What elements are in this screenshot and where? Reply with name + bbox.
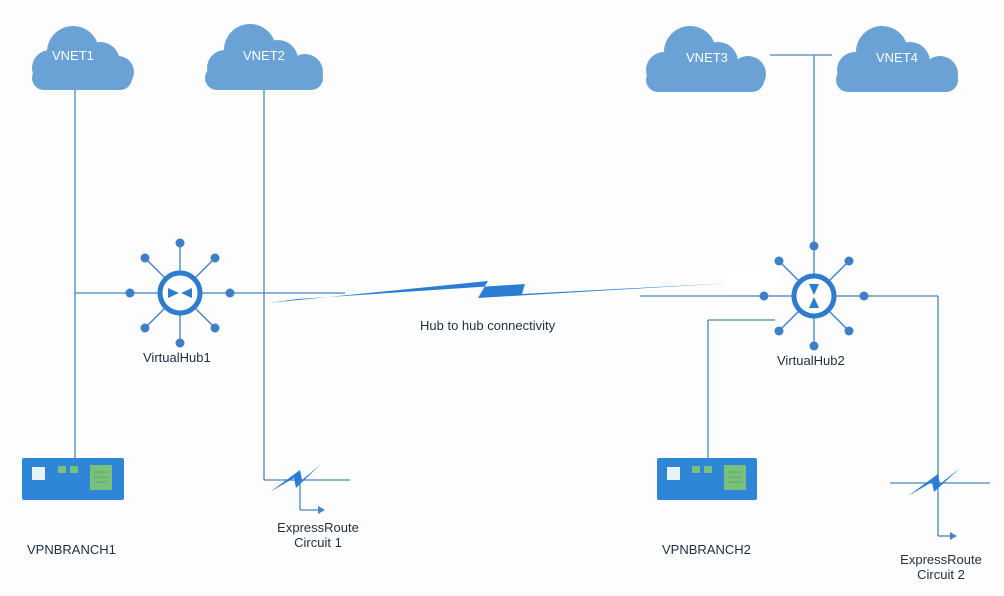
vnet1-label: VNET1 — [52, 48, 94, 63]
lightning-link-icon — [268, 281, 732, 303]
circuit1-label-line2: Circuit 1 — [294, 535, 342, 550]
hub2-label: VirtualHub2 — [777, 353, 845, 368]
expressroute-circuit-1[interactable] — [270, 465, 325, 514]
vnet4-label: VNET4 — [876, 50, 918, 65]
branch1-label: VPNBRANCH1 — [27, 542, 116, 557]
vnet3-label: VNET3 — [686, 50, 728, 65]
circuit2-label: ExpressRoute Circuit 2 — [893, 552, 989, 582]
cloud-vnet2[interactable] — [205, 24, 323, 90]
hub1-label: VirtualHub1 — [143, 350, 211, 365]
circuit2-label-line1: ExpressRoute — [900, 552, 982, 567]
vpn-device-2[interactable] — [657, 458, 757, 500]
virtual-hub-icon — [168, 288, 192, 298]
cloud-vnet4[interactable] — [836, 26, 958, 92]
vnet2-label: VNET2 — [243, 48, 285, 63]
cloud-vnet3[interactable] — [646, 26, 766, 92]
expressroute-bolt-icon — [270, 465, 320, 492]
expressroute-circuit-2[interactable] — [908, 468, 960, 540]
vpn-device-1[interactable] — [22, 458, 124, 500]
glow-decoration — [724, 266, 780, 294]
virtual-hub-icon — [809, 284, 819, 308]
hub-to-hub-label: Hub to hub connectivity — [420, 318, 556, 333]
virtual-hub-1[interactable] — [125, 238, 235, 348]
virtual-hub-2[interactable] — [759, 241, 869, 351]
circuit2-label-line2: Circuit 2 — [917, 567, 965, 582]
branch2-label: VPNBRANCH2 — [662, 542, 751, 557]
circuit1-label: ExpressRoute Circuit 1 — [270, 520, 366, 550]
cloud-vnet1[interactable] — [32, 26, 134, 90]
circuit1-label-line1: ExpressRoute — [277, 520, 359, 535]
expressroute-bolt-icon — [908, 468, 960, 496]
connection-lines — [74, 54, 990, 536]
